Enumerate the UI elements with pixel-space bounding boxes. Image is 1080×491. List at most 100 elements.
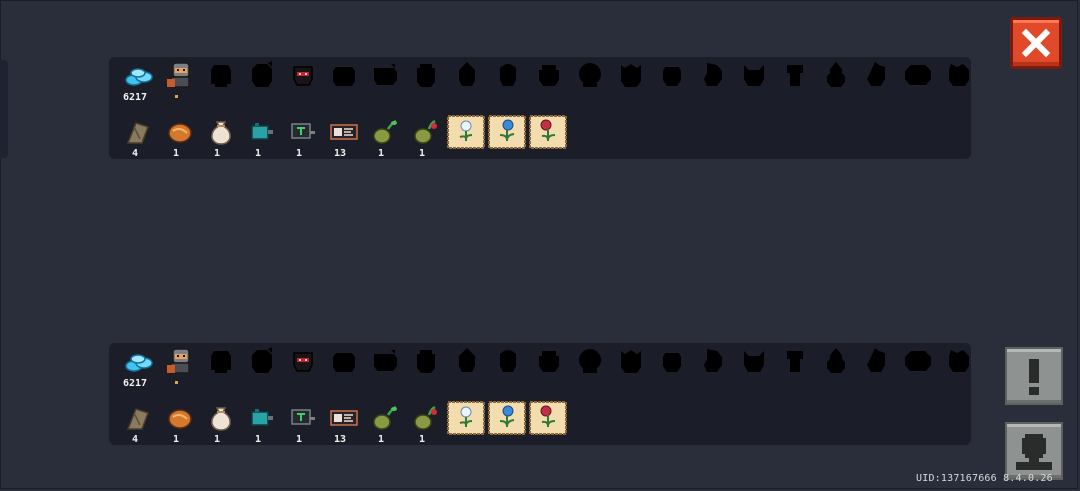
character-locked[interactable] bbox=[898, 57, 939, 103]
plant-card-red-flower[interactable] bbox=[529, 115, 567, 149]
character-locked[interactable] bbox=[652, 57, 693, 103]
item-sack[interactable]: 1 bbox=[201, 113, 242, 159]
character-locked[interactable] bbox=[857, 57, 898, 103]
character-locked[interactable] bbox=[939, 57, 980, 103]
feather-icon bbox=[126, 122, 149, 144]
locked-silhouette-icon bbox=[539, 65, 559, 86]
item-count: 1 bbox=[213, 148, 221, 159]
item-sack[interactable]: 1 bbox=[201, 399, 242, 445]
assassin-character-icon bbox=[293, 66, 313, 86]
assassin-character-icon bbox=[293, 352, 313, 372]
item-feather[interactable]: 4 bbox=[119, 113, 160, 159]
item-dark-device[interactable]: 1 bbox=[283, 399, 324, 445]
character-locked[interactable] bbox=[611, 57, 652, 103]
item-feather[interactable]: 4 bbox=[119, 399, 160, 445]
item-pastry[interactable]: 1 bbox=[160, 113, 201, 159]
red-flower-card-icon bbox=[529, 401, 567, 435]
item-pastry[interactable]: 1 bbox=[160, 399, 201, 445]
character-locked[interactable] bbox=[939, 343, 980, 389]
item-ticket[interactable]: 13 bbox=[324, 113, 365, 159]
blue-flower-card-icon bbox=[488, 115, 526, 149]
locked-silhouette-icon bbox=[704, 349, 722, 372]
seed-pouch-red-icon bbox=[414, 405, 437, 430]
gem-icon bbox=[125, 68, 153, 86]
teal-gadget-icon bbox=[251, 123, 273, 140]
character-locked[interactable] bbox=[857, 343, 898, 389]
character-locked[interactable] bbox=[242, 343, 283, 389]
character-locked[interactable] bbox=[447, 343, 488, 389]
item-dark-device[interactable]: 1 bbox=[283, 113, 324, 159]
alert-button[interactable] bbox=[1005, 347, 1063, 405]
character-locked[interactable] bbox=[201, 343, 242, 389]
item-count: 13 bbox=[333, 148, 347, 159]
plant-card-blue-flower[interactable] bbox=[488, 401, 526, 435]
character-locked[interactable] bbox=[201, 57, 242, 103]
plant-card-blue-flower[interactable] bbox=[488, 115, 526, 149]
item-seed-green[interactable]: 1 bbox=[365, 113, 406, 159]
profile-button[interactable] bbox=[1005, 422, 1063, 480]
character-locked[interactable] bbox=[775, 57, 816, 103]
locked-silhouette-icon bbox=[252, 61, 272, 87]
gem-icon bbox=[125, 354, 153, 372]
character-locked[interactable] bbox=[365, 57, 406, 103]
dark-t-device-icon bbox=[291, 409, 315, 425]
item-count: 1 bbox=[418, 434, 426, 445]
character-locked[interactable] bbox=[775, 343, 816, 389]
character-locked[interactable] bbox=[324, 57, 365, 103]
seed-pouch-green-icon bbox=[373, 119, 397, 144]
item-count: 1 bbox=[254, 148, 262, 159]
locked-silhouette-icon bbox=[949, 350, 969, 372]
close-button[interactable] bbox=[1010, 17, 1062, 69]
character-locked[interactable] bbox=[529, 57, 570, 103]
item-seed-red[interactable]: 1 bbox=[406, 399, 447, 445]
item-teal-gadget[interactable]: 1 bbox=[242, 399, 283, 445]
character-locked[interactable] bbox=[365, 343, 406, 389]
locked-silhouette-icon bbox=[579, 63, 601, 87]
side-drawer-handle[interactable] bbox=[0, 60, 8, 158]
plant-card-white-flower[interactable] bbox=[447, 115, 485, 149]
character-assassin[interactable] bbox=[283, 57, 324, 103]
locked-silhouette-icon bbox=[500, 64, 516, 86]
teal-gadget-icon bbox=[251, 409, 273, 426]
ticket-icon bbox=[330, 410, 358, 426]
locked-silhouette-icon bbox=[663, 67, 681, 86]
character-locked[interactable] bbox=[488, 343, 529, 389]
character-locked[interactable] bbox=[693, 57, 734, 103]
plant-card-white-flower[interactable] bbox=[447, 401, 485, 435]
plant-card-red-flower[interactable] bbox=[529, 401, 567, 435]
item-count: 4 bbox=[131, 148, 139, 159]
character-locked[interactable] bbox=[447, 57, 488, 103]
character-locked[interactable] bbox=[816, 57, 857, 103]
character-locked[interactable] bbox=[324, 343, 365, 389]
locked-silhouette-icon bbox=[704, 63, 722, 86]
item-teal-gadget[interactable]: 1 bbox=[242, 113, 283, 159]
uid-version-label: UID:137167666 8.4.0.26 bbox=[916, 473, 1053, 484]
character-locked[interactable] bbox=[611, 343, 652, 389]
character-locked[interactable] bbox=[816, 343, 857, 389]
character-locked[interactable] bbox=[734, 57, 775, 103]
character-locked[interactable] bbox=[406, 343, 447, 389]
character-locked[interactable] bbox=[652, 343, 693, 389]
character-locked[interactable] bbox=[734, 343, 775, 389]
character-knight[interactable] bbox=[160, 343, 201, 389]
item-count: 1 bbox=[254, 434, 262, 445]
character-assassin[interactable] bbox=[283, 343, 324, 389]
locked-silhouette-icon bbox=[459, 348, 475, 372]
item-count: 1 bbox=[295, 434, 303, 445]
character-locked[interactable] bbox=[242, 57, 283, 103]
selected-marker bbox=[175, 381, 178, 384]
character-locked[interactable] bbox=[529, 343, 570, 389]
character-silhouette-icon bbox=[1016, 434, 1052, 470]
character-locked[interactable] bbox=[406, 57, 447, 103]
character-knight[interactable] bbox=[160, 57, 201, 103]
character-locked[interactable] bbox=[570, 343, 611, 389]
character-locked[interactable] bbox=[570, 57, 611, 103]
character-locked[interactable] bbox=[488, 57, 529, 103]
item-ticket[interactable]: 13 bbox=[324, 399, 365, 445]
item-seed-green[interactable]: 1 bbox=[365, 399, 406, 445]
character-locked[interactable] bbox=[898, 343, 939, 389]
character-locked[interactable] bbox=[693, 343, 734, 389]
item-seed-red[interactable]: 1 bbox=[406, 113, 447, 159]
locked-silhouette-icon bbox=[905, 351, 931, 371]
locked-silhouette-icon bbox=[374, 64, 397, 85]
